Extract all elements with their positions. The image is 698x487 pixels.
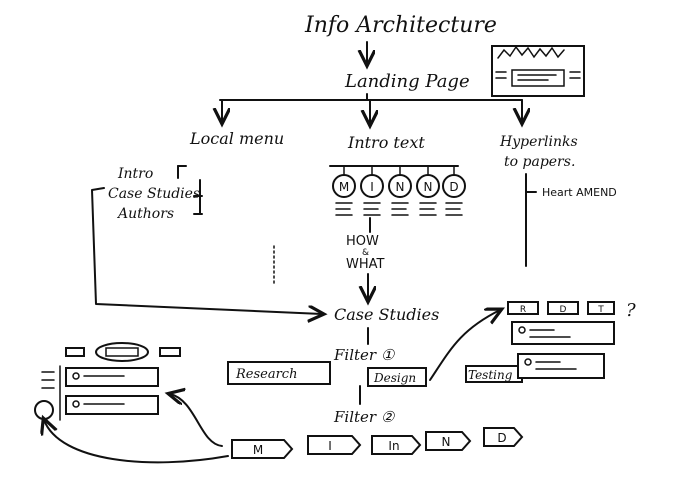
filter-option-design: Design bbox=[373, 371, 416, 385]
mobile-wireframe bbox=[34, 342, 181, 421]
mind-letter-m: M bbox=[339, 180, 349, 194]
case-studies-link-arrow bbox=[91, 187, 322, 314]
filter-option-research: Research bbox=[235, 367, 297, 382]
local-menu-item-case-studies: Case Studies bbox=[108, 186, 200, 202]
case-study-preview: R D T ? bbox=[507, 300, 636, 379]
filter-2-label: Filter ② bbox=[333, 408, 396, 426]
landing-page-wireframe bbox=[491, 45, 585, 97]
case-studies-label: Case Studies bbox=[334, 305, 439, 324]
mind-text-lines bbox=[335, 202, 463, 216]
local-menu-label: Local menu bbox=[189, 129, 284, 148]
question-mark: ? bbox=[626, 300, 636, 321]
filter-tag-n: N bbox=[442, 435, 451, 449]
svg-text:R: R bbox=[520, 305, 526, 315]
filter-tag-d: D bbox=[497, 431, 506, 445]
how-label: HOW bbox=[346, 234, 379, 249]
mind-letter-i: I bbox=[370, 180, 374, 194]
tags-to-mobile-arrow bbox=[170, 394, 223, 447]
filter-tag-m: M bbox=[253, 443, 263, 457]
filter-1-label: Filter ① bbox=[333, 346, 396, 364]
mind-letter-n1: N bbox=[396, 180, 405, 194]
local-menu-item-authors: Authors bbox=[116, 206, 174, 222]
local-menu-item-intro: Intro bbox=[117, 166, 153, 182]
filter-1-options: Research Design Testing bbox=[227, 361, 523, 387]
heart-amend-label: Heart AMEND bbox=[542, 186, 617, 199]
filter-tag-i: I bbox=[328, 439, 332, 453]
intro-text-label: Intro text bbox=[347, 133, 425, 152]
and-label: & bbox=[362, 248, 369, 258]
filter-tag-in: In bbox=[388, 439, 399, 453]
hyperlinks-line bbox=[525, 173, 537, 267]
mind-letter-n2: N bbox=[424, 180, 433, 194]
svg-text:T: T bbox=[597, 305, 604, 315]
what-label: WHAT bbox=[346, 257, 385, 272]
filter-2-tags: M I In N D bbox=[231, 427, 524, 459]
diagram-title: Info Architecture bbox=[304, 13, 497, 38]
design-to-preview-arrow bbox=[429, 310, 500, 381]
hyperlinks-label-2: to papers. bbox=[504, 154, 575, 170]
hyperlinks-label-1: Hyperlinks bbox=[499, 134, 578, 150]
landing-page-label: Landing Page bbox=[344, 71, 470, 92]
mind-circles: M I N N D bbox=[332, 165, 466, 198]
filter-option-testing: Testing bbox=[468, 368, 513, 382]
tags-to-mobile-filter-arrow bbox=[44, 420, 229, 464]
local-menu-bracket bbox=[193, 179, 203, 215]
mind-letter-d: D bbox=[449, 180, 458, 194]
svg-text:D: D bbox=[560, 305, 567, 315]
